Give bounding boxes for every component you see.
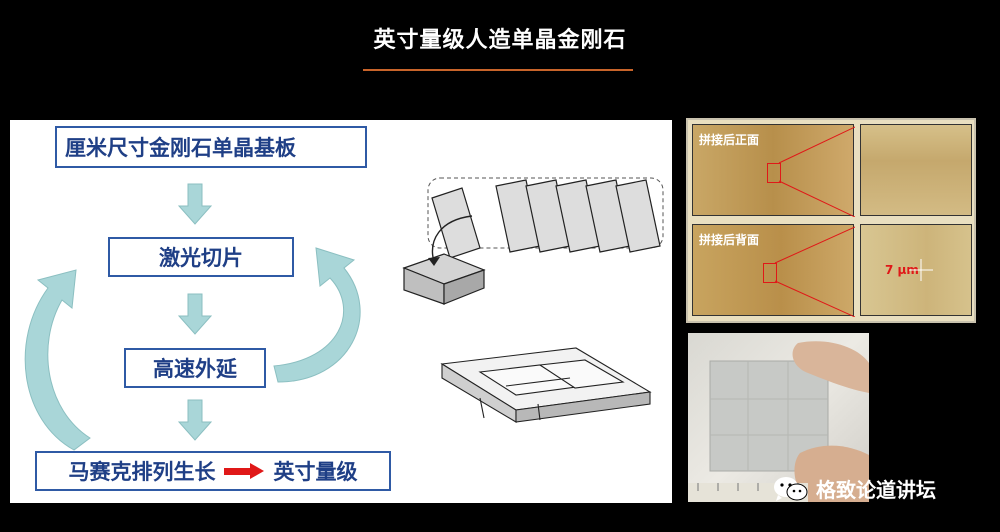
flow-arrows	[24, 177, 664, 451]
wechat-icon	[772, 475, 808, 503]
front-label: 拼接后正面	[699, 133, 760, 147]
red-arrow-icon	[223, 463, 266, 479]
zoom-lines-back	[774, 226, 855, 317]
diamond-plate-photo	[688, 333, 869, 502]
down-arrow-1	[177, 183, 213, 225]
front-micrograph: 拼接后正面	[692, 124, 855, 217]
laser-slicing-illustration	[402, 177, 664, 305]
watermark-text: 格致论道讲坛	[816, 478, 936, 502]
left-cycle-arrow	[24, 269, 91, 451]
title-underline	[363, 69, 633, 71]
down-arrow-3	[177, 399, 213, 441]
zoom-box-front	[767, 163, 781, 183]
step-laser-slicing-box: 激光切片	[108, 237, 294, 277]
step-substrate-box: 厘米尺寸金刚石单晶基板	[55, 126, 367, 168]
process-diagram-panel: 厘米尺寸金刚石单晶基板 激光切片 高速外延 马赛克排列生长 英寸量级	[10, 120, 672, 503]
hand-holding-plate	[688, 341, 869, 502]
front-zoom-micrograph	[860, 124, 972, 216]
slide-title: 英寸量级人造单晶金刚石	[373, 28, 627, 53]
back-label: 拼接后背面	[699, 233, 760, 247]
back-zoom-micrograph: 7 μm	[860, 224, 972, 316]
back-micrograph: 拼接后背面	[692, 224, 855, 317]
step-epitaxy-box: 高速外延	[124, 348, 266, 388]
micrograph-panel: 拼接后正面 拼接后背面 7 μm	[686, 118, 976, 323]
mosaic-growth-label: 马赛克排列生长	[68, 460, 216, 484]
watermark: 格致论道讲坛	[772, 474, 936, 503]
inch-scale-label: 英寸量级	[273, 460, 358, 484]
step-mosaic-box: 马赛克排列生长 英寸量级	[35, 451, 391, 491]
zoom-lines-front	[778, 126, 855, 217]
right-cycle-arrow	[273, 247, 361, 383]
down-arrow-2	[177, 293, 213, 335]
crosshair-marker	[909, 259, 933, 281]
scale-label: 7 μm	[885, 263, 919, 277]
zoom-box-back	[763, 263, 777, 283]
mosaic-plate-illustration	[440, 347, 652, 423]
